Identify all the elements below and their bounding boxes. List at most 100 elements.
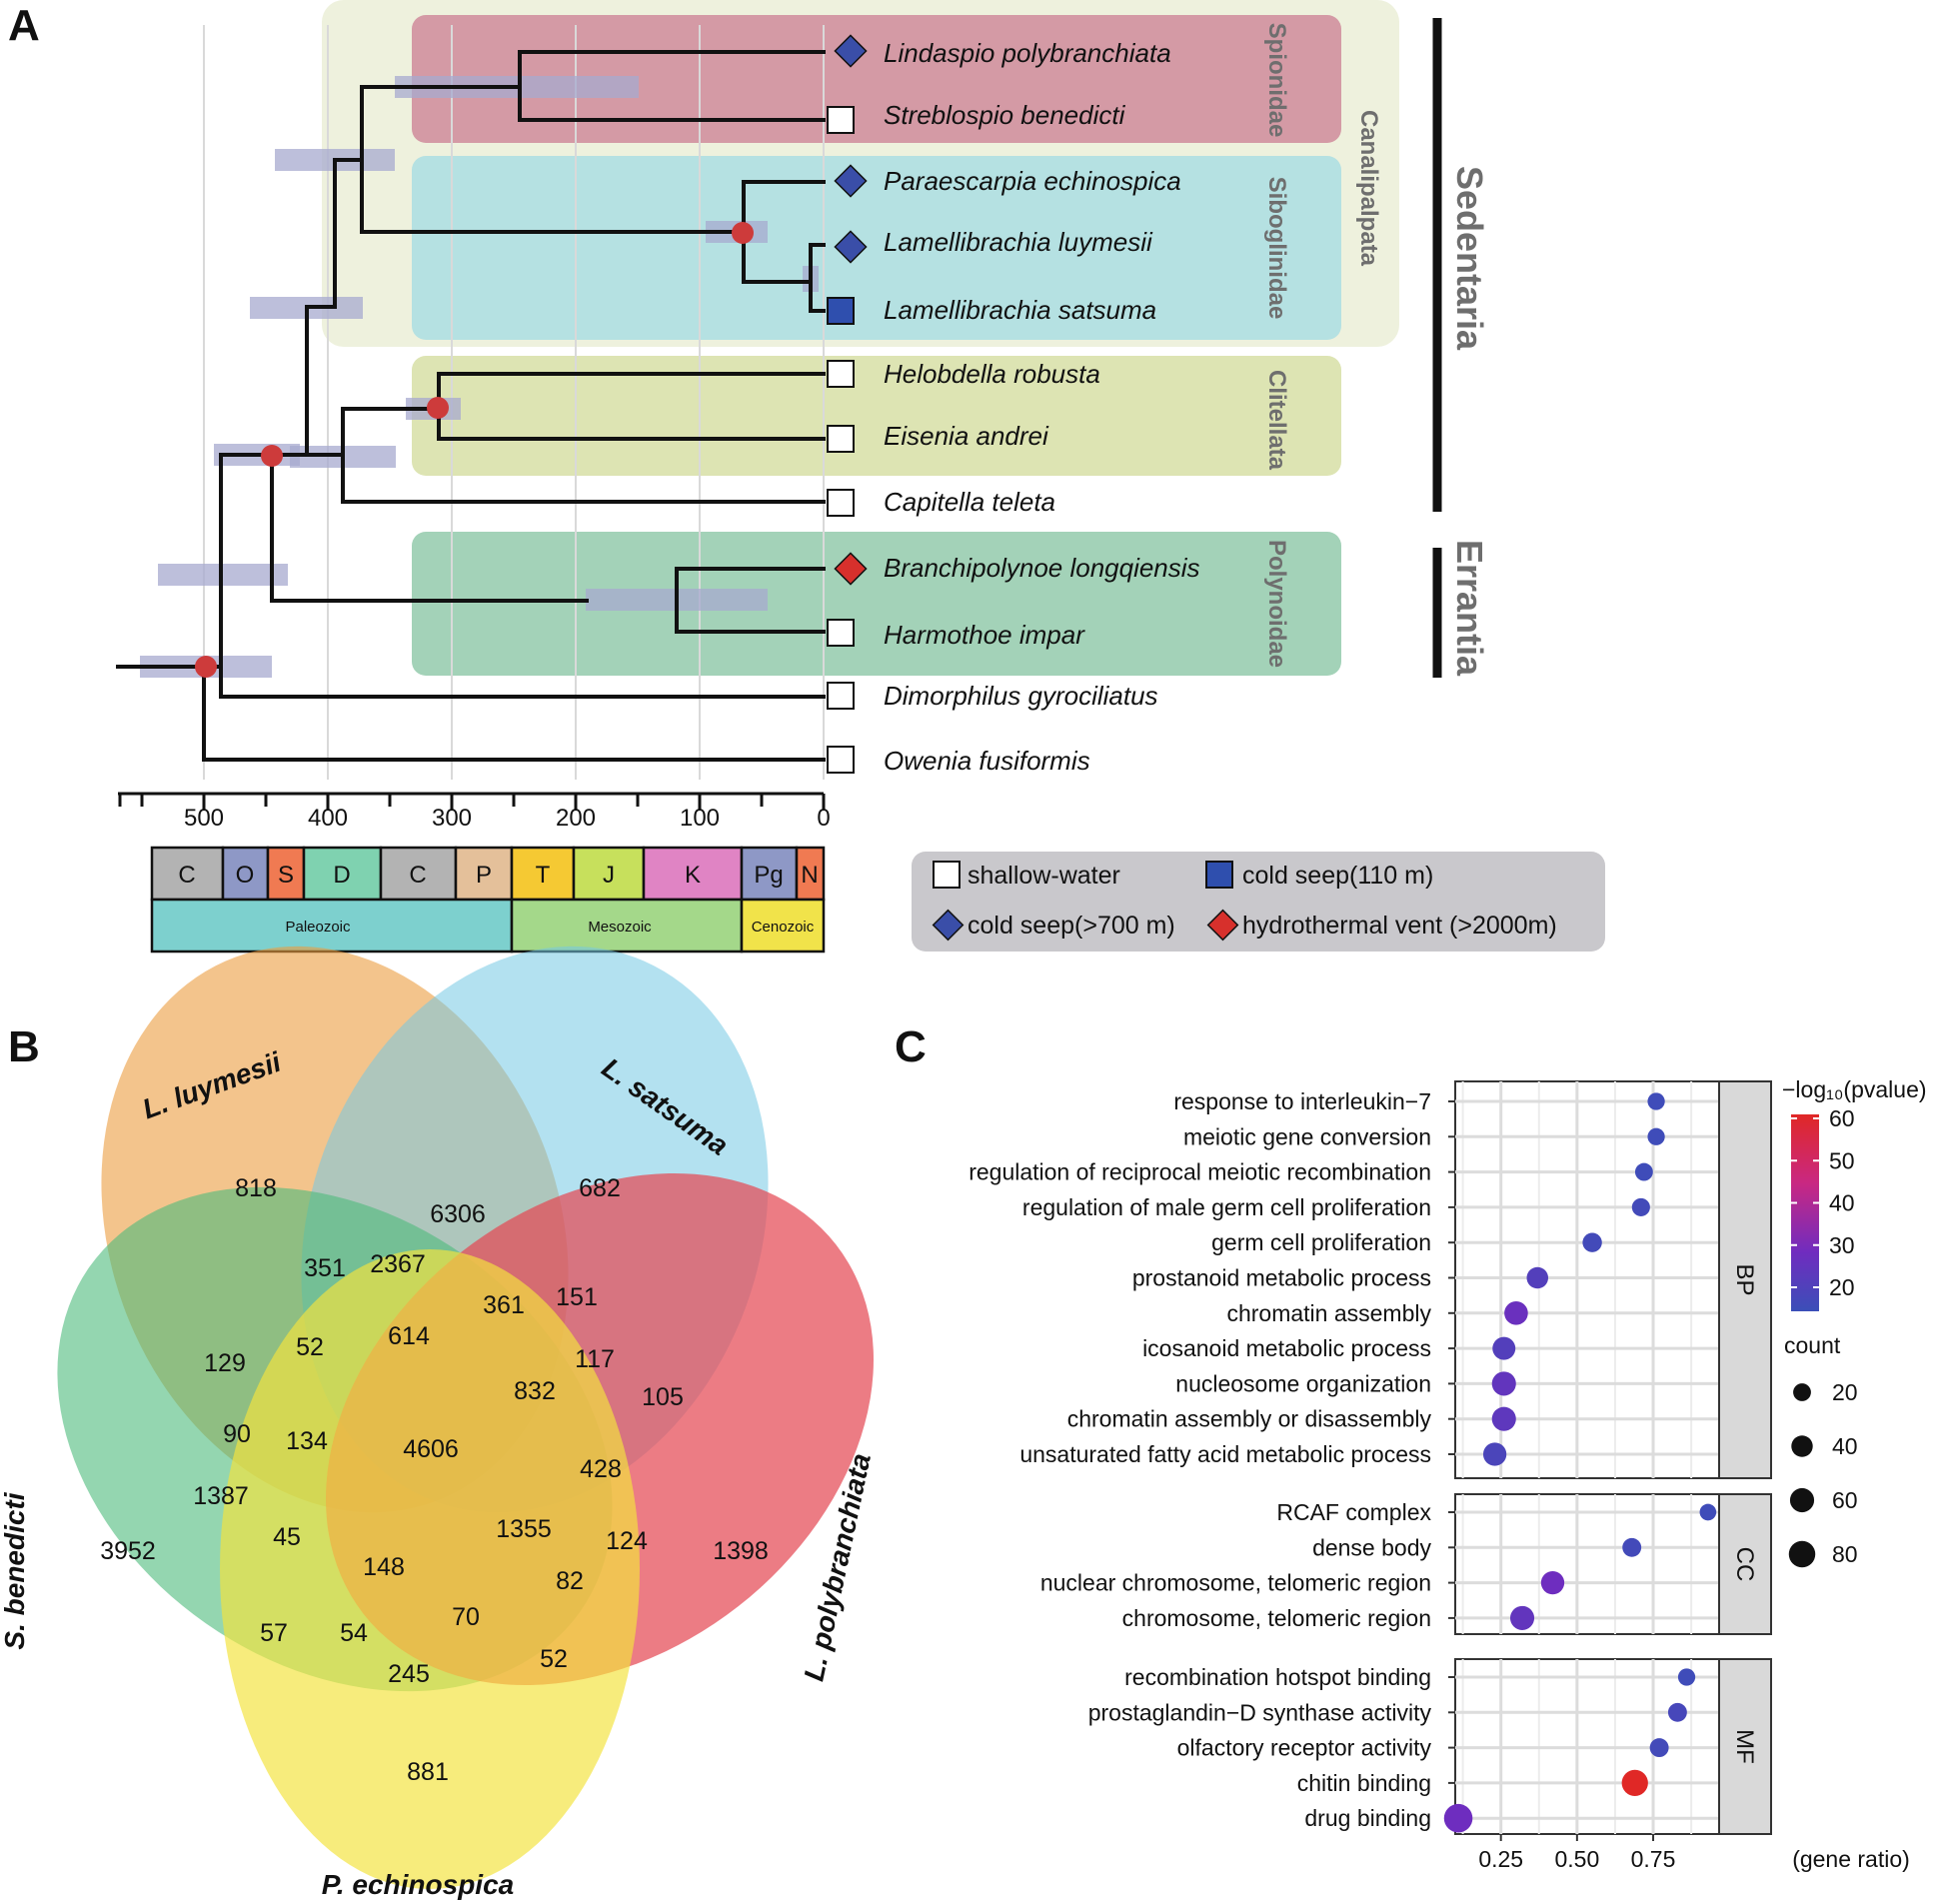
square-icon	[827, 106, 855, 134]
svg-text:1387: 1387	[193, 1482, 249, 1510]
facet-strip-mf	[1718, 1658, 1772, 1835]
term-point	[1677, 1668, 1696, 1686]
diamond-icon	[1206, 909, 1239, 942]
svg-text:881: 881	[407, 1758, 449, 1786]
family-label-polynoidae: Polynoidae	[1263, 540, 1290, 668]
family-label-siboglinidae: Siboglinidae	[1263, 177, 1290, 320]
taxon-label: Lindaspio polybranchiata	[884, 38, 1171, 68]
svg-text:2367: 2367	[370, 1250, 426, 1278]
term-label: recombination hotspot binding	[1124, 1664, 1431, 1690]
color-legend-ticklabel: 40	[1829, 1190, 1855, 1216]
svg-text:614: 614	[388, 1322, 430, 1350]
svg-text:C: C	[178, 862, 195, 889]
diamond-icon	[834, 164, 868, 198]
term-point	[1443, 1803, 1473, 1833]
square-icon	[827, 489, 855, 517]
term-point	[1540, 1570, 1565, 1595]
svg-text:245: 245	[388, 1660, 430, 1688]
term-point	[1667, 1702, 1687, 1722]
term-point	[1504, 1300, 1528, 1325]
term-point	[1699, 1503, 1717, 1521]
term-point	[1621, 1769, 1648, 1797]
clade-label-sedentaria: Sedentaria	[1449, 166, 1490, 351]
phylogenetic-tree	[116, 50, 826, 762]
habitat-markers	[827, 34, 868, 774]
term-point	[1649, 1738, 1669, 1758]
group-label-canalipalpata: Canalipalpata	[1355, 110, 1382, 267]
family-label-spionidae: Spionidae	[1263, 23, 1290, 138]
svg-text:148: 148	[363, 1553, 405, 1581]
square-icon	[1205, 861, 1233, 889]
time-axis-ticklabels: 500 400 300 200 100 0	[184, 805, 831, 832]
svg-text:S: S	[278, 862, 294, 889]
siboglinidae-box	[412, 156, 1341, 340]
svg-text:3952: 3952	[100, 1537, 156, 1565]
svg-text:Cenozoic: Cenozoic	[752, 919, 815, 936]
term-point	[1647, 1127, 1665, 1145]
panel-label-c: C	[895, 1022, 927, 1071]
term-point	[1526, 1266, 1549, 1289]
svg-text:cold seep(>700 m): cold seep(>700 m)	[968, 912, 1175, 940]
size-legend-label: 60	[1832, 1487, 1858, 1513]
size-legend-label: 20	[1832, 1379, 1858, 1405]
svg-text:300: 300	[432, 805, 472, 832]
diamond-icon	[834, 552, 868, 586]
family-label-clitellata: Clitellata	[1263, 370, 1290, 471]
term-point	[1634, 1162, 1653, 1181]
term-label: RCAF complex	[1276, 1499, 1431, 1525]
color-legend-title: −log₁₀(pvalue)	[1782, 1076, 1927, 1102]
taxon-label: Paraescarpia echinospica	[884, 166, 1181, 196]
x-axis-label: (gene ratio)	[1792, 1846, 1910, 1872]
term-point	[1491, 1406, 1516, 1431]
calibration-points	[195, 222, 754, 678]
svg-text:4606: 4606	[403, 1435, 459, 1463]
svg-text:hydrothermal vent (>2000m): hydrothermal vent (>2000m)	[1242, 912, 1557, 940]
square-icon	[827, 297, 855, 325]
term-point	[1622, 1537, 1642, 1557]
venn-set-p-echinospica	[220, 1249, 640, 1889]
geologic-timescale	[150, 846, 826, 953]
square-icon	[933, 861, 961, 889]
svg-text:45: 45	[273, 1523, 301, 1551]
svg-text:K: K	[685, 862, 701, 889]
svg-text:0: 0	[817, 805, 830, 832]
color-legend-bar	[1791, 1114, 1819, 1311]
svg-text:O: O	[236, 862, 255, 889]
svg-text:J: J	[603, 862, 615, 889]
size-legend-dot	[1791, 1435, 1813, 1457]
svg-text:Pg: Pg	[754, 862, 783, 889]
panel-label-b: B	[8, 1022, 40, 1071]
svg-text:105: 105	[642, 1383, 684, 1411]
svg-text:818: 818	[235, 1174, 277, 1202]
svg-text:124: 124	[606, 1527, 648, 1555]
svg-text:Mesozoic: Mesozoic	[588, 919, 652, 936]
diamond-icon	[834, 34, 868, 68]
x-tick-label: 0.50	[1554, 1846, 1599, 1872]
svg-text:P. echinospica: P. echinospica	[322, 1869, 514, 1900]
square-icon	[827, 360, 855, 388]
term-label: icosanoid metabolic process	[1142, 1335, 1431, 1361]
term-label: nucleosome organization	[1175, 1370, 1431, 1396]
size-legend-label: 80	[1832, 1541, 1858, 1567]
term-point	[1647, 1092, 1665, 1110]
svg-text:428: 428	[580, 1455, 622, 1483]
time-axis	[118, 792, 826, 810]
svg-text:shallow-water: shallow-water	[968, 862, 1120, 890]
svg-text:Paleozoic: Paleozoic	[285, 919, 351, 936]
diamond-icon	[834, 230, 868, 264]
term-label: drug binding	[1304, 1805, 1431, 1831]
square-icon	[827, 619, 855, 647]
svg-text:57: 57	[260, 1619, 288, 1647]
term-point	[1491, 1371, 1516, 1396]
term-label: dense body	[1312, 1534, 1431, 1560]
panel-label-a: A	[8, 1, 40, 50]
svg-text:S. benedicti: S. benedicti	[0, 1491, 30, 1649]
term-label: response to interleukin−7	[1173, 1088, 1431, 1114]
svg-text:151: 151	[556, 1283, 598, 1311]
size-legend-dot	[1788, 1540, 1816, 1568]
spionidae-box	[412, 15, 1341, 143]
polynoidae-box	[412, 532, 1341, 676]
size-legend-dot	[1789, 1487, 1815, 1513]
svg-text:N: N	[801, 862, 818, 889]
size-legend-title: count	[1784, 1332, 1841, 1358]
